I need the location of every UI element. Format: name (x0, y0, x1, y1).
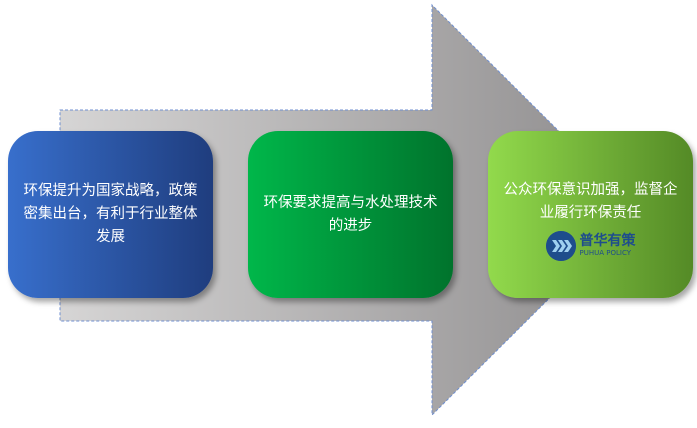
puhua-logo: 普华有策 PUHUA POLICY (545, 230, 636, 261)
step-text: 环保提升为国家战略，政策密集出台，有利于行业整体发展 (23, 183, 198, 245)
step-text: 公众环保意识加强，监督企业履行环保责任 (503, 181, 678, 221)
step-text: 环保要求提高与水处理技术的进步 (263, 194, 438, 234)
step-box-1: 环保提升为国家战略，政策密集出台，有利于行业整体发展 (8, 131, 213, 298)
step-box-3: 公众环保意识加强，监督企业履行环保责任 普华有策 PUHUA POLICY (488, 131, 693, 298)
logo-name-en: PUHUA POLICY (579, 249, 631, 257)
logo-name-cn: 普华有策 (579, 233, 636, 249)
logo-chevrons-icon (545, 230, 576, 261)
step-box-2: 环保要求提高与水处理技术的进步 (248, 131, 453, 298)
